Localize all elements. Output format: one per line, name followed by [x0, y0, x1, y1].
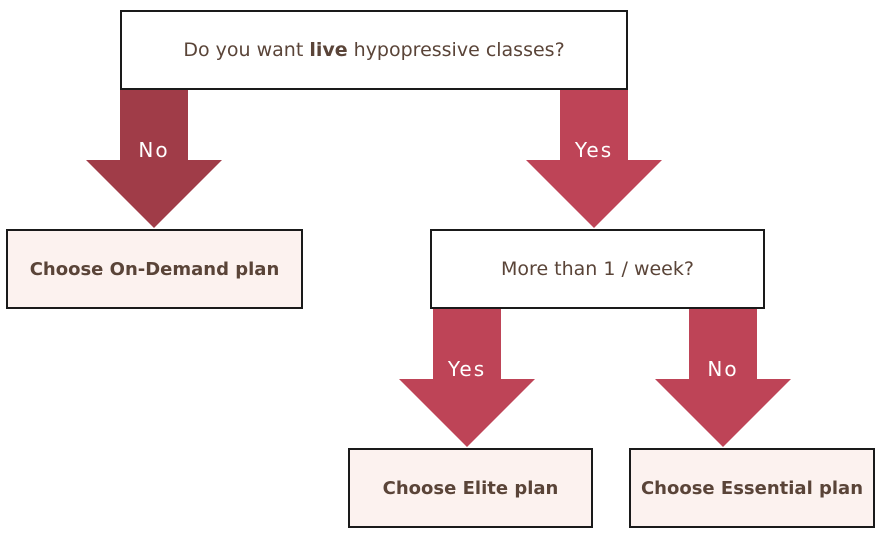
- arrow-no-frequency: No: [655, 309, 791, 447]
- result-essential-plan: Choose Essential plan: [629, 448, 875, 528]
- arrow-yes-live: Yes: [526, 90, 662, 228]
- question-live-classes: Do you want live hypopressive classes?: [120, 10, 628, 90]
- arrow-down-icon: [86, 90, 222, 228]
- result-elite-label: Choose Elite plan: [382, 477, 559, 499]
- arrow-no-live: No: [86, 90, 222, 228]
- arrow-down-icon: [526, 90, 662, 228]
- result-on-demand-plan: Choose On-Demand plan: [6, 229, 303, 309]
- question-prefix: Do you want: [183, 39, 310, 61]
- result-on-demand-label: Choose On-Demand plan: [29, 258, 280, 280]
- question-suffix: hypopressive classes?: [347, 39, 565, 61]
- arrow-label-no: No: [707, 357, 739, 381]
- arrow-yes-frequency: Yes: [399, 309, 535, 447]
- question-live-classes-text: Do you want live hypopressive classes?: [183, 39, 564, 61]
- question-frequency-text: More than 1 / week?: [501, 258, 694, 280]
- arrow-down-icon: [655, 309, 791, 447]
- arrow-down-icon: [399, 309, 535, 447]
- question-emphasis: live: [309, 39, 348, 61]
- question-frequency: More than 1 / week?: [430, 229, 765, 309]
- result-elite-plan: Choose Elite plan: [348, 448, 593, 528]
- result-essential-label: Choose Essential plan: [640, 477, 864, 499]
- arrow-label-yes: Yes: [447, 357, 487, 381]
- arrow-label-yes: Yes: [574, 138, 614, 162]
- arrow-label-no: No: [138, 138, 170, 162]
